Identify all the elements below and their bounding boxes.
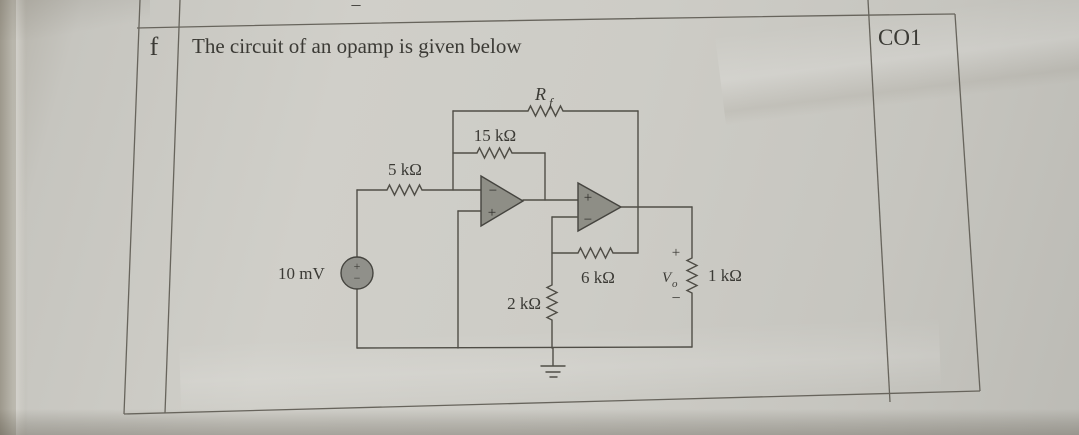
opamp2-triangle (577, 181, 623, 233)
voltage-source-symbol (340, 256, 374, 290)
opamp1-inverting-sign: − (489, 183, 497, 199)
table-right-border (954, 13, 981, 392)
course-outcome-label: CO1 (878, 25, 921, 50)
resistor-5k-input-branch (356, 183, 482, 197)
resistor-15k-branch (452, 146, 546, 160)
table-left-border (123, 0, 141, 415)
table-row-top-border (136, 13, 956, 29)
resistor-15k-label: 15 kΩ (474, 126, 516, 145)
resistor-6k-label: 6 kΩ (581, 268, 615, 287)
rf-feedback-branch (452, 104, 639, 118)
opamp1-triangle (480, 174, 525, 228)
table-bottom-border (123, 390, 981, 415)
vo-symbol: V (662, 270, 673, 286)
rf-label-subscript: f (549, 95, 555, 110)
circuit-schematic (340, 104, 699, 378)
vo-subscript: o (672, 278, 678, 290)
rf-label-symbol: R (534, 84, 546, 104)
question-row-label: f (150, 32, 159, 61)
question-text: The circuit of an opamp is given below (192, 34, 522, 58)
text-layer: – f The circuit of an opamp is given bel… (150, 0, 922, 313)
table-grid (123, 0, 981, 415)
resistor-2k-branch (545, 216, 559, 349)
resistor-5k-label: 5 kΩ (388, 160, 422, 179)
vo-minus-sign: − (671, 290, 680, 307)
cropped-text-fragment: – (351, 0, 362, 14)
source-plus-sign: + (354, 259, 361, 273)
opamp1-noninverting-sign: + (488, 205, 496, 221)
resistor-1k-label: 1 kΩ (708, 266, 742, 285)
source-value-label: 10 mV (278, 264, 325, 283)
vo-plus-sign: + (672, 245, 680, 261)
opamp2-inverting-sign: − (584, 212, 592, 228)
ground-rail (356, 346, 693, 349)
resistor-1k-load-branch (685, 206, 699, 348)
opamp2-noninverting-sign: + (584, 190, 592, 206)
table-co-column-border (867, 0, 891, 403)
table-f-column-border (164, 0, 181, 414)
ground-symbol-icon (540, 347, 566, 378)
resistor-2k-label: 2 kΩ (507, 294, 541, 313)
source-minus-sign: − (354, 271, 361, 285)
resistor-6k-branch (551, 246, 639, 260)
